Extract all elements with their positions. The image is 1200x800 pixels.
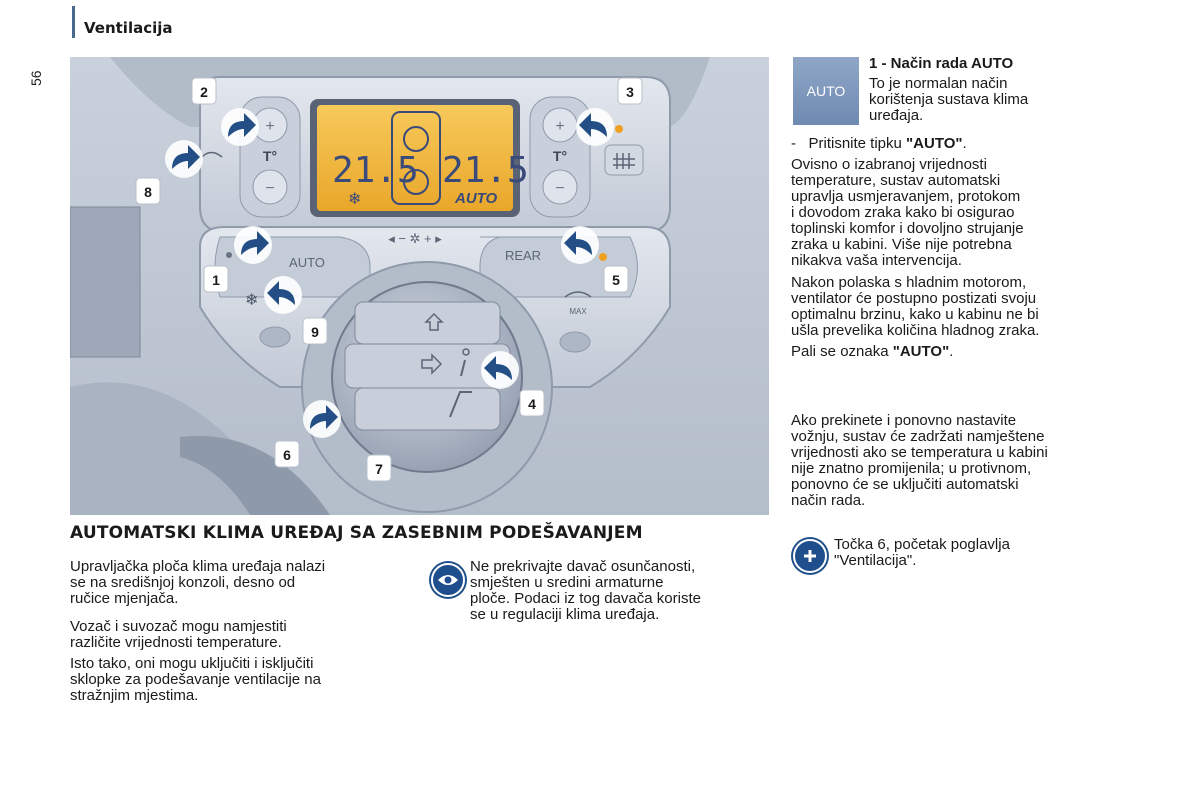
callout-1: 1 xyxy=(212,272,220,288)
fan-speed-glyph: ◂ − ✲ + ▸ xyxy=(388,231,442,246)
left-plus-label: + xyxy=(265,118,274,135)
right-minus-label: − xyxy=(555,180,564,197)
auto-paragraph-4: Ako prekinete i ponovno nastavite vožnju… xyxy=(791,412,1048,509)
sensor-note: Ne prekrivajte davač osunčanosti, smješt… xyxy=(470,558,701,623)
section-bar xyxy=(72,6,75,38)
callout-9: 9 xyxy=(311,324,319,340)
callout-8: 8 xyxy=(144,184,152,200)
max-label: MAX xyxy=(569,307,587,316)
page-number: 56 xyxy=(28,70,44,86)
callout-4: 4 xyxy=(528,396,536,412)
callout-7: 7 xyxy=(375,461,383,477)
ac-snow-glyph: ❄ xyxy=(245,292,258,309)
left-paragraph-2: Vozač i suvozač mogu namjestiti različit… xyxy=(70,618,287,651)
callout-3: 3 xyxy=(626,84,634,100)
auto-paragraph-3: Pali se oznaka "AUTO". xyxy=(791,343,954,360)
section-title: Ventilacija xyxy=(84,19,173,37)
plus-circle-icon xyxy=(793,539,827,573)
left-paragraph-1: Upravljačka ploča klima uređaja nalazi s… xyxy=(70,558,326,607)
auto-mode-title: 1 - Način rada AUTO xyxy=(869,55,1014,72)
callout-6: 6 xyxy=(283,447,291,463)
callout-2: 2 xyxy=(200,84,208,100)
callout-5: 5 xyxy=(612,272,620,288)
rear-button-label: REAR xyxy=(505,248,541,263)
auto-intro: To je normalan način korištenja sustava … xyxy=(869,75,1029,124)
lcd-snow-glyph: ❄ xyxy=(348,191,361,208)
climate-panel-illustration: + T° − + T° − 21.5 21.5 AUTO ❄ AUTO REAR… xyxy=(70,57,769,515)
eye-icon xyxy=(431,563,465,597)
right-temp-label: T° xyxy=(553,148,567,164)
right-plus-label: + xyxy=(555,118,564,135)
auto-step: - Pritisnite tipku "AUTO". xyxy=(791,135,967,152)
auto-paragraph-2: Nakon polaska s hladnim motorom, ventila… xyxy=(791,274,1040,339)
main-heading: AUTOMATSKI KLIMA UREĐAJ SA ZASEBNIM PODE… xyxy=(70,523,643,543)
chapter-reference[interactable]: Točka 6, početak poglavlja "Ventilacija"… xyxy=(834,536,1010,569)
auto-paragraph-1: Ovisno o izabranoj vrijednosti temperatu… xyxy=(791,156,1024,269)
left-temp-label: T° xyxy=(263,148,277,164)
lcd-mode: AUTO xyxy=(454,190,498,207)
auto-badge: AUTO xyxy=(793,57,859,125)
auto-button-label: AUTO xyxy=(289,255,325,270)
lcd-right-temp: 21.5 xyxy=(442,150,529,191)
left-minus-label: − xyxy=(265,180,274,197)
left-paragraph-3: Isto tako, oni mogu uključiti i isključi… xyxy=(70,655,321,704)
